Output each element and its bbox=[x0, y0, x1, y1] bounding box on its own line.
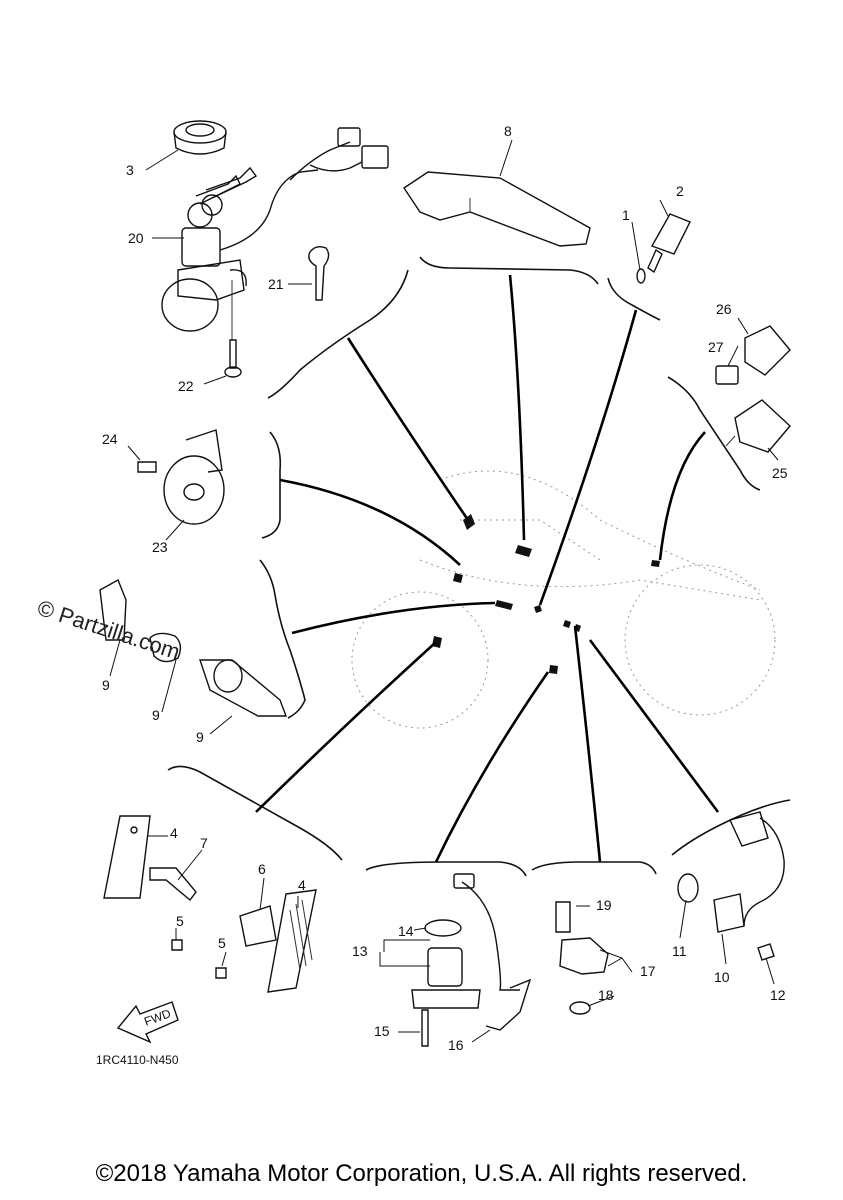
callout-4a: 4 bbox=[170, 825, 178, 841]
callout-16: 16 bbox=[448, 1037, 464, 1053]
callout-11: 11 bbox=[672, 943, 687, 959]
callout-18: 18 bbox=[598, 987, 614, 1003]
location-markers bbox=[432, 514, 660, 674]
callout-19: 19 bbox=[596, 897, 612, 913]
callout-1: 1 bbox=[622, 207, 630, 223]
callout-12: 12 bbox=[770, 987, 786, 1003]
callout-9c: 9 bbox=[196, 729, 204, 745]
fwd-label: FWD bbox=[142, 1006, 173, 1029]
callout-20: 20 bbox=[128, 230, 144, 246]
callout-labels: 3 20 21 22 8 2 1 26 27 25 24 23 9 9 9 4 … bbox=[102, 123, 788, 1053]
screw-part-22 bbox=[224, 339, 242, 378]
reflector-parts-left bbox=[103, 815, 227, 979]
key-blank-part bbox=[308, 245, 330, 301]
callout-13: 13 bbox=[352, 943, 368, 959]
fwd-arrow-icon: FWD bbox=[116, 1001, 179, 1044]
callout-24: 24 bbox=[102, 431, 118, 447]
callout-15: 15 bbox=[374, 1023, 390, 1039]
callout-9b: 9 bbox=[152, 707, 160, 723]
callout-3: 3 bbox=[126, 162, 134, 178]
callout-5b: 5 bbox=[218, 935, 226, 951]
callout-17: 17 bbox=[640, 963, 656, 979]
callout-10: 10 bbox=[714, 969, 730, 985]
sensor-assembly-parts bbox=[411, 873, 532, 1047]
drawing-code: 1RC4110-N450 bbox=[96, 1053, 179, 1067]
callout-5a: 5 bbox=[176, 913, 184, 929]
callout-22: 22 bbox=[178, 378, 194, 394]
callout-4b: 4 bbox=[298, 877, 306, 893]
band-parts bbox=[99, 579, 288, 717]
callout-8: 8 bbox=[504, 123, 512, 139]
main-switch-part bbox=[161, 127, 389, 340]
control-unit-part bbox=[403, 171, 591, 247]
callout-6: 6 bbox=[258, 861, 266, 877]
callout-23: 23 bbox=[152, 539, 168, 555]
callout-7: 7 bbox=[200, 835, 208, 851]
copyright-notice: ©2018 Yamaha Motor Corporation, U.S.A. A… bbox=[95, 1160, 748, 1187]
callout-21: 21 bbox=[268, 276, 284, 292]
callout-26: 26 bbox=[716, 301, 732, 317]
temperature-sensor-part bbox=[636, 213, 691, 284]
motorcycle-ghost-outline bbox=[351, 470, 776, 729]
callout-27: 27 bbox=[708, 339, 724, 355]
reflector-parts-right bbox=[239, 889, 317, 993]
neutral-switch-parts bbox=[555, 901, 609, 1015]
watermark-text: © Partzilla.com bbox=[34, 595, 183, 665]
horn-part bbox=[137, 429, 225, 525]
ring-cover-part bbox=[173, 120, 227, 155]
callout-9a: 9 bbox=[102, 677, 110, 693]
callout-14: 14 bbox=[398, 923, 414, 939]
callout-leaders bbox=[109, 139, 779, 1043]
relay-parts bbox=[715, 325, 791, 453]
sender-parts bbox=[677, 811, 785, 961]
callout-2: 2 bbox=[676, 183, 684, 199]
leader-lines bbox=[255, 274, 720, 863]
group-brackets bbox=[167, 256, 791, 877]
callout-25: 25 bbox=[772, 465, 788, 481]
